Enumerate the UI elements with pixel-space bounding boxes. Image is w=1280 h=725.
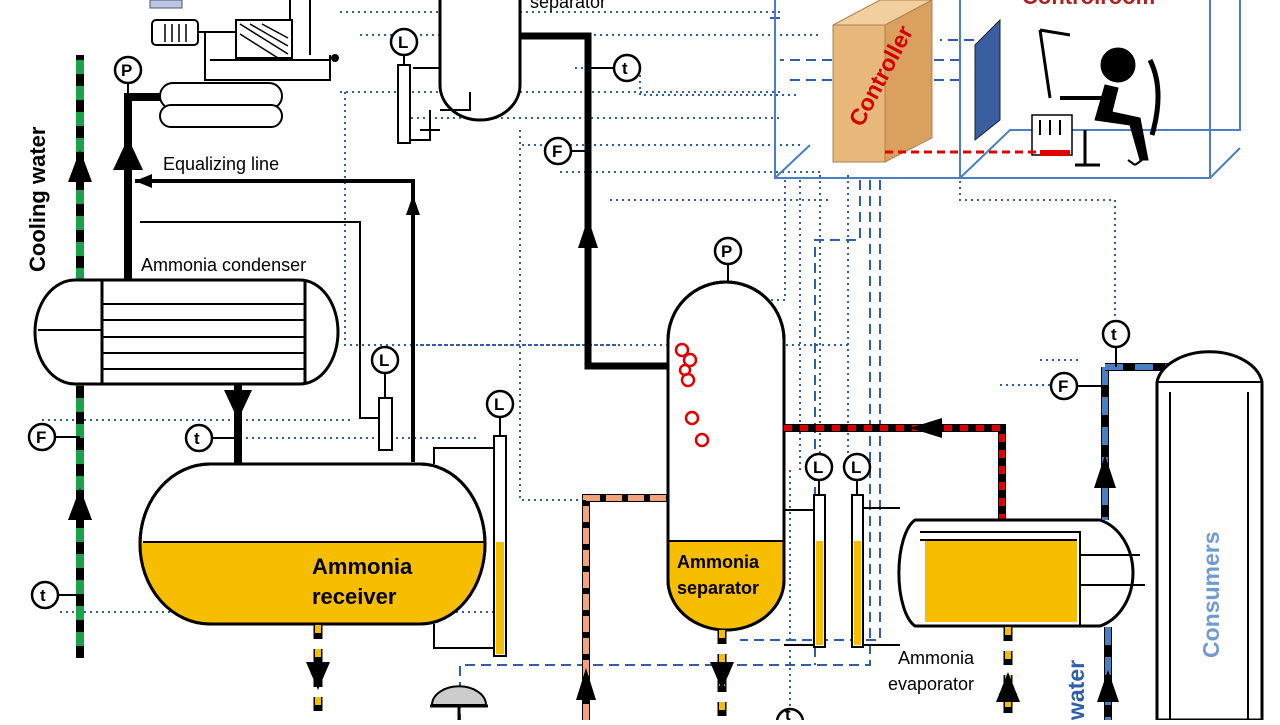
svg-text:P: P bbox=[121, 61, 132, 80]
temperature-indicator: t bbox=[590, 53, 642, 83]
flow-indicator: F bbox=[1049, 371, 1105, 401]
top-separator-label: separator bbox=[530, 0, 606, 12]
level-indicator: L bbox=[389, 27, 419, 66]
temperature-indicator: t bbox=[30, 580, 80, 610]
svg-text:L: L bbox=[813, 458, 823, 477]
compressor bbox=[124, 0, 339, 150]
consumers-label: Consumers bbox=[1198, 531, 1224, 658]
svg-text:t: t bbox=[1111, 325, 1117, 344]
ammonia-receiver-label-line2: receiver bbox=[312, 584, 397, 609]
svg-text:t: t bbox=[40, 586, 46, 605]
svg-text:t: t bbox=[622, 59, 628, 78]
temperature-indicator: t bbox=[1101, 319, 1131, 367]
temperature-indicator: t bbox=[775, 705, 805, 725]
ammonia-condenser-label: Ammonia condenser bbox=[141, 255, 306, 275]
pressure-indicator: P bbox=[113, 55, 143, 97]
ammonia-evaporator-label-line1: Ammonia bbox=[898, 648, 975, 668]
operator-icon bbox=[1038, 28, 1161, 167]
level-indicator: L bbox=[485, 389, 515, 436]
svg-text:t: t bbox=[194, 429, 200, 448]
svg-text:P: P bbox=[721, 242, 732, 261]
pressure-indicator: P bbox=[713, 236, 743, 283]
ammonia-evaporator: Ammonia evaporator bbox=[888, 518, 1145, 694]
svg-text:L: L bbox=[398, 33, 408, 52]
top-separator: separator bbox=[397, 0, 606, 144]
ammonia-evaporator-label-line2: evaporator bbox=[888, 674, 974, 694]
ammonia-separator-label-line1: Ammonia bbox=[677, 552, 760, 572]
svg-text:L: L bbox=[379, 351, 389, 370]
ammonia-receiver: Ammonia receiver bbox=[138, 462, 487, 626]
controller-block bbox=[832, 0, 933, 163]
svg-text:F: F bbox=[1058, 377, 1068, 396]
control-room-label: Controlroom bbox=[1022, 0, 1155, 9]
flow-indicator: F bbox=[543, 136, 588, 166]
svg-text:F: F bbox=[552, 142, 562, 161]
level-indicator: L bbox=[804, 452, 834, 495]
level-indicator: L bbox=[842, 452, 872, 495]
water-label: water bbox=[1063, 660, 1089, 720]
svg-text:F: F bbox=[36, 428, 46, 447]
ammonia-receiver-label-line1: Ammonia bbox=[312, 554, 413, 579]
level-indicator: L bbox=[370, 345, 400, 398]
svg-text:L: L bbox=[851, 458, 861, 477]
cooling-water-label: Cooling water bbox=[25, 126, 50, 272]
svg-text:t: t bbox=[785, 705, 791, 720]
ammonia-separator-label-line2: separator bbox=[677, 578, 759, 598]
equalizing-line-label: Equalizing line bbox=[163, 154, 279, 174]
control-room: Controller Controlroom bbox=[774, 0, 1241, 179]
svg-text:L: L bbox=[494, 395, 504, 414]
ammonia-condenser: Ammonia condenser bbox=[33, 221, 386, 419]
temperature-indicator: t bbox=[184, 423, 238, 453]
consumers-tank: Consumers bbox=[1155, 350, 1264, 722]
ammonia-separator: Ammonia separator bbox=[666, 280, 786, 632]
instruments: P L t F P L bbox=[27, 27, 1131, 725]
flow-indicator: F bbox=[27, 422, 80, 452]
